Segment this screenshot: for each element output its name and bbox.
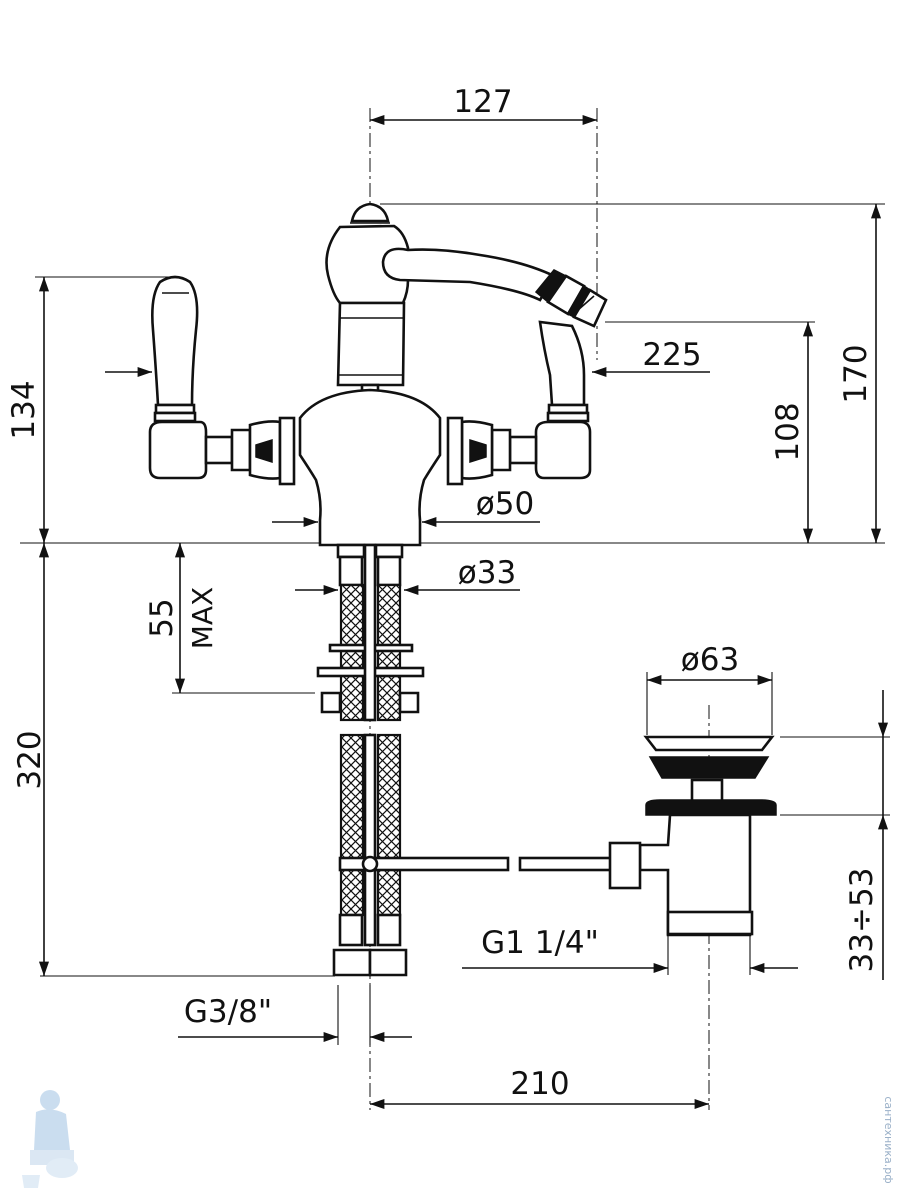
dim-hose-diameter: ø33 bbox=[458, 555, 516, 591]
dim-max-thickness: 55 bbox=[144, 598, 180, 637]
dim-hose-length: 320 bbox=[12, 730, 48, 789]
dim-handle-span: 225 bbox=[642, 337, 701, 373]
dim-total-height: 170 bbox=[838, 344, 874, 403]
pop-up-drain bbox=[608, 735, 777, 937]
dim-handle-height: 134 bbox=[6, 380, 42, 439]
dimension-labels: 127 170 134 108 225 ø50 ø33 55 MAX 320 ø… bbox=[6, 84, 880, 1102]
dim-drain-adjust: 33÷53 bbox=[844, 868, 880, 973]
supply-hoses bbox=[316, 543, 614, 977]
dimension-lines bbox=[38, 114, 889, 1110]
dim-spout-reach: 127 bbox=[453, 84, 512, 120]
faucet-body bbox=[105, 202, 608, 547]
dim-drain-thread: G1 1/4" bbox=[481, 925, 599, 961]
dim-hose-thread: G3/8" bbox=[184, 994, 272, 1030]
plumber-logo-icon bbox=[22, 1090, 78, 1188]
dim-drain-diameter: ø63 bbox=[681, 642, 739, 678]
dim-drain-offset: 210 bbox=[510, 1066, 569, 1102]
dim-base-diameter: ø50 bbox=[476, 486, 534, 522]
watermark-side-text: сантехника.рф bbox=[882, 1096, 895, 1183]
dim-max-label: MAX bbox=[186, 587, 219, 650]
dim-spout-height: 108 bbox=[770, 402, 806, 461]
